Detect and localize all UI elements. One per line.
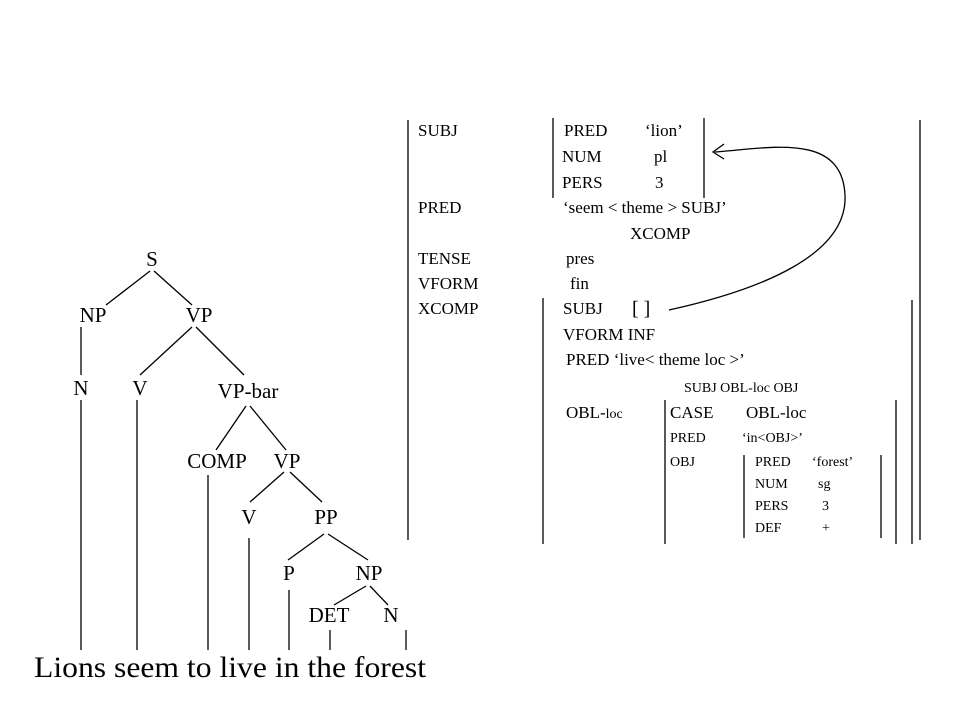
- sentence-text: Lions seem to live in the forest: [34, 651, 427, 684]
- edge-vp2-v2: [249, 471, 285, 503]
- xcomp-subj-val: [ ]: [632, 298, 650, 320]
- arrowhead: [711, 143, 725, 160]
- obl-case-attr: CASE: [670, 403, 713, 422]
- xcomp-vform: VFORM INF: [563, 325, 655, 344]
- node-np: NP: [80, 303, 107, 327]
- edge-vp-vpbar: [195, 326, 245, 376]
- xcomp-subj-attr: SUBJ: [563, 299, 603, 318]
- subj-pers-val: 3: [655, 173, 664, 192]
- obl-pred-attr: PRED: [670, 431, 706, 446]
- obj-num-attr: NUM: [755, 477, 788, 492]
- vform-val: fin: [570, 274, 589, 293]
- obl-pred-val: ‘in<OBJ>’: [742, 431, 803, 446]
- structure-sharing-arrow: [668, 146, 846, 311]
- node-comp: COMP: [187, 449, 247, 473]
- pred-val-xcomp: XCOMP: [630, 224, 690, 243]
- obj-pers-attr: PERS: [755, 499, 788, 514]
- obl-obj-attr: OBJ: [670, 455, 695, 470]
- node-pp: PP: [314, 505, 337, 529]
- obj-num-val: sg: [818, 477, 830, 492]
- obj-pred-val: ‘forest’: [812, 455, 853, 470]
- obj-def-val: +: [822, 521, 830, 536]
- subj-pred-attr: PRED: [564, 121, 607, 140]
- edge-vpbar-vp2: [249, 405, 287, 451]
- obj-def-attr: DEF: [755, 521, 782, 536]
- obl-label-sub: loc: [606, 407, 623, 422]
- node-np2: NP: [356, 561, 383, 585]
- attr-subj: SUBJ: [418, 121, 458, 140]
- subj-pred-val: ‘lion’: [645, 121, 683, 140]
- edge-vp2-pp: [289, 471, 323, 503]
- tense-val: pres: [566, 249, 594, 268]
- node-vp2: VP: [274, 449, 301, 473]
- obl-case-val: OBL-loc: [746, 403, 807, 422]
- attr-xcomp: XCOMP: [418, 299, 478, 318]
- node-p: P: [283, 561, 295, 585]
- c-structure-tree: S NP VP N V VP-bar COMP VP V PP P NP DET…: [34, 247, 427, 684]
- obl-label: OBL-: [566, 403, 606, 422]
- edge-vp-v: [139, 326, 193, 376]
- node-s: S: [146, 247, 158, 271]
- node-vp-bar: VP-bar: [218, 379, 279, 403]
- pred-val: ‘seem < theme > SUBJ’: [563, 198, 727, 217]
- node-det: DET: [309, 603, 350, 627]
- node-vp: VP: [186, 303, 213, 327]
- obj-pred-attr: PRED: [755, 455, 791, 470]
- f-structure: SUBJ PRED ‘lion’ NUM pl PERS 3 PRED ‘see…: [407, 118, 921, 544]
- edge-pp-np2: [327, 533, 369, 561]
- edge-np2-n2: [369, 585, 389, 606]
- edge-pp-p: [287, 533, 325, 561]
- attr-vform: VFORM: [418, 274, 478, 293]
- attr-obl-loc: OBL-loc: [566, 403, 623, 422]
- edge-s-vp: [153, 270, 193, 306]
- obj-pers-val: 3: [822, 499, 829, 514]
- xcomp-pred: PRED ‘live< theme loc >’: [566, 350, 745, 369]
- node-v: V: [132, 376, 147, 400]
- edge-s-np: [105, 270, 151, 306]
- subj-num-val: pl: [654, 147, 668, 166]
- node-v2: V: [241, 505, 256, 529]
- node-n: N: [73, 376, 88, 400]
- subj-pers-attr: PERS: [562, 173, 603, 192]
- subj-num-attr: NUM: [562, 147, 602, 166]
- edge-vpbar-comp: [215, 405, 247, 451]
- edge-np2-det: [333, 585, 367, 606]
- attr-tense: TENSE: [418, 249, 471, 268]
- node-n2: N: [383, 603, 398, 627]
- xcomp-pred-args: SUBJ OBL-loc OBJ: [684, 381, 799, 396]
- attr-pred: PRED: [418, 198, 461, 217]
